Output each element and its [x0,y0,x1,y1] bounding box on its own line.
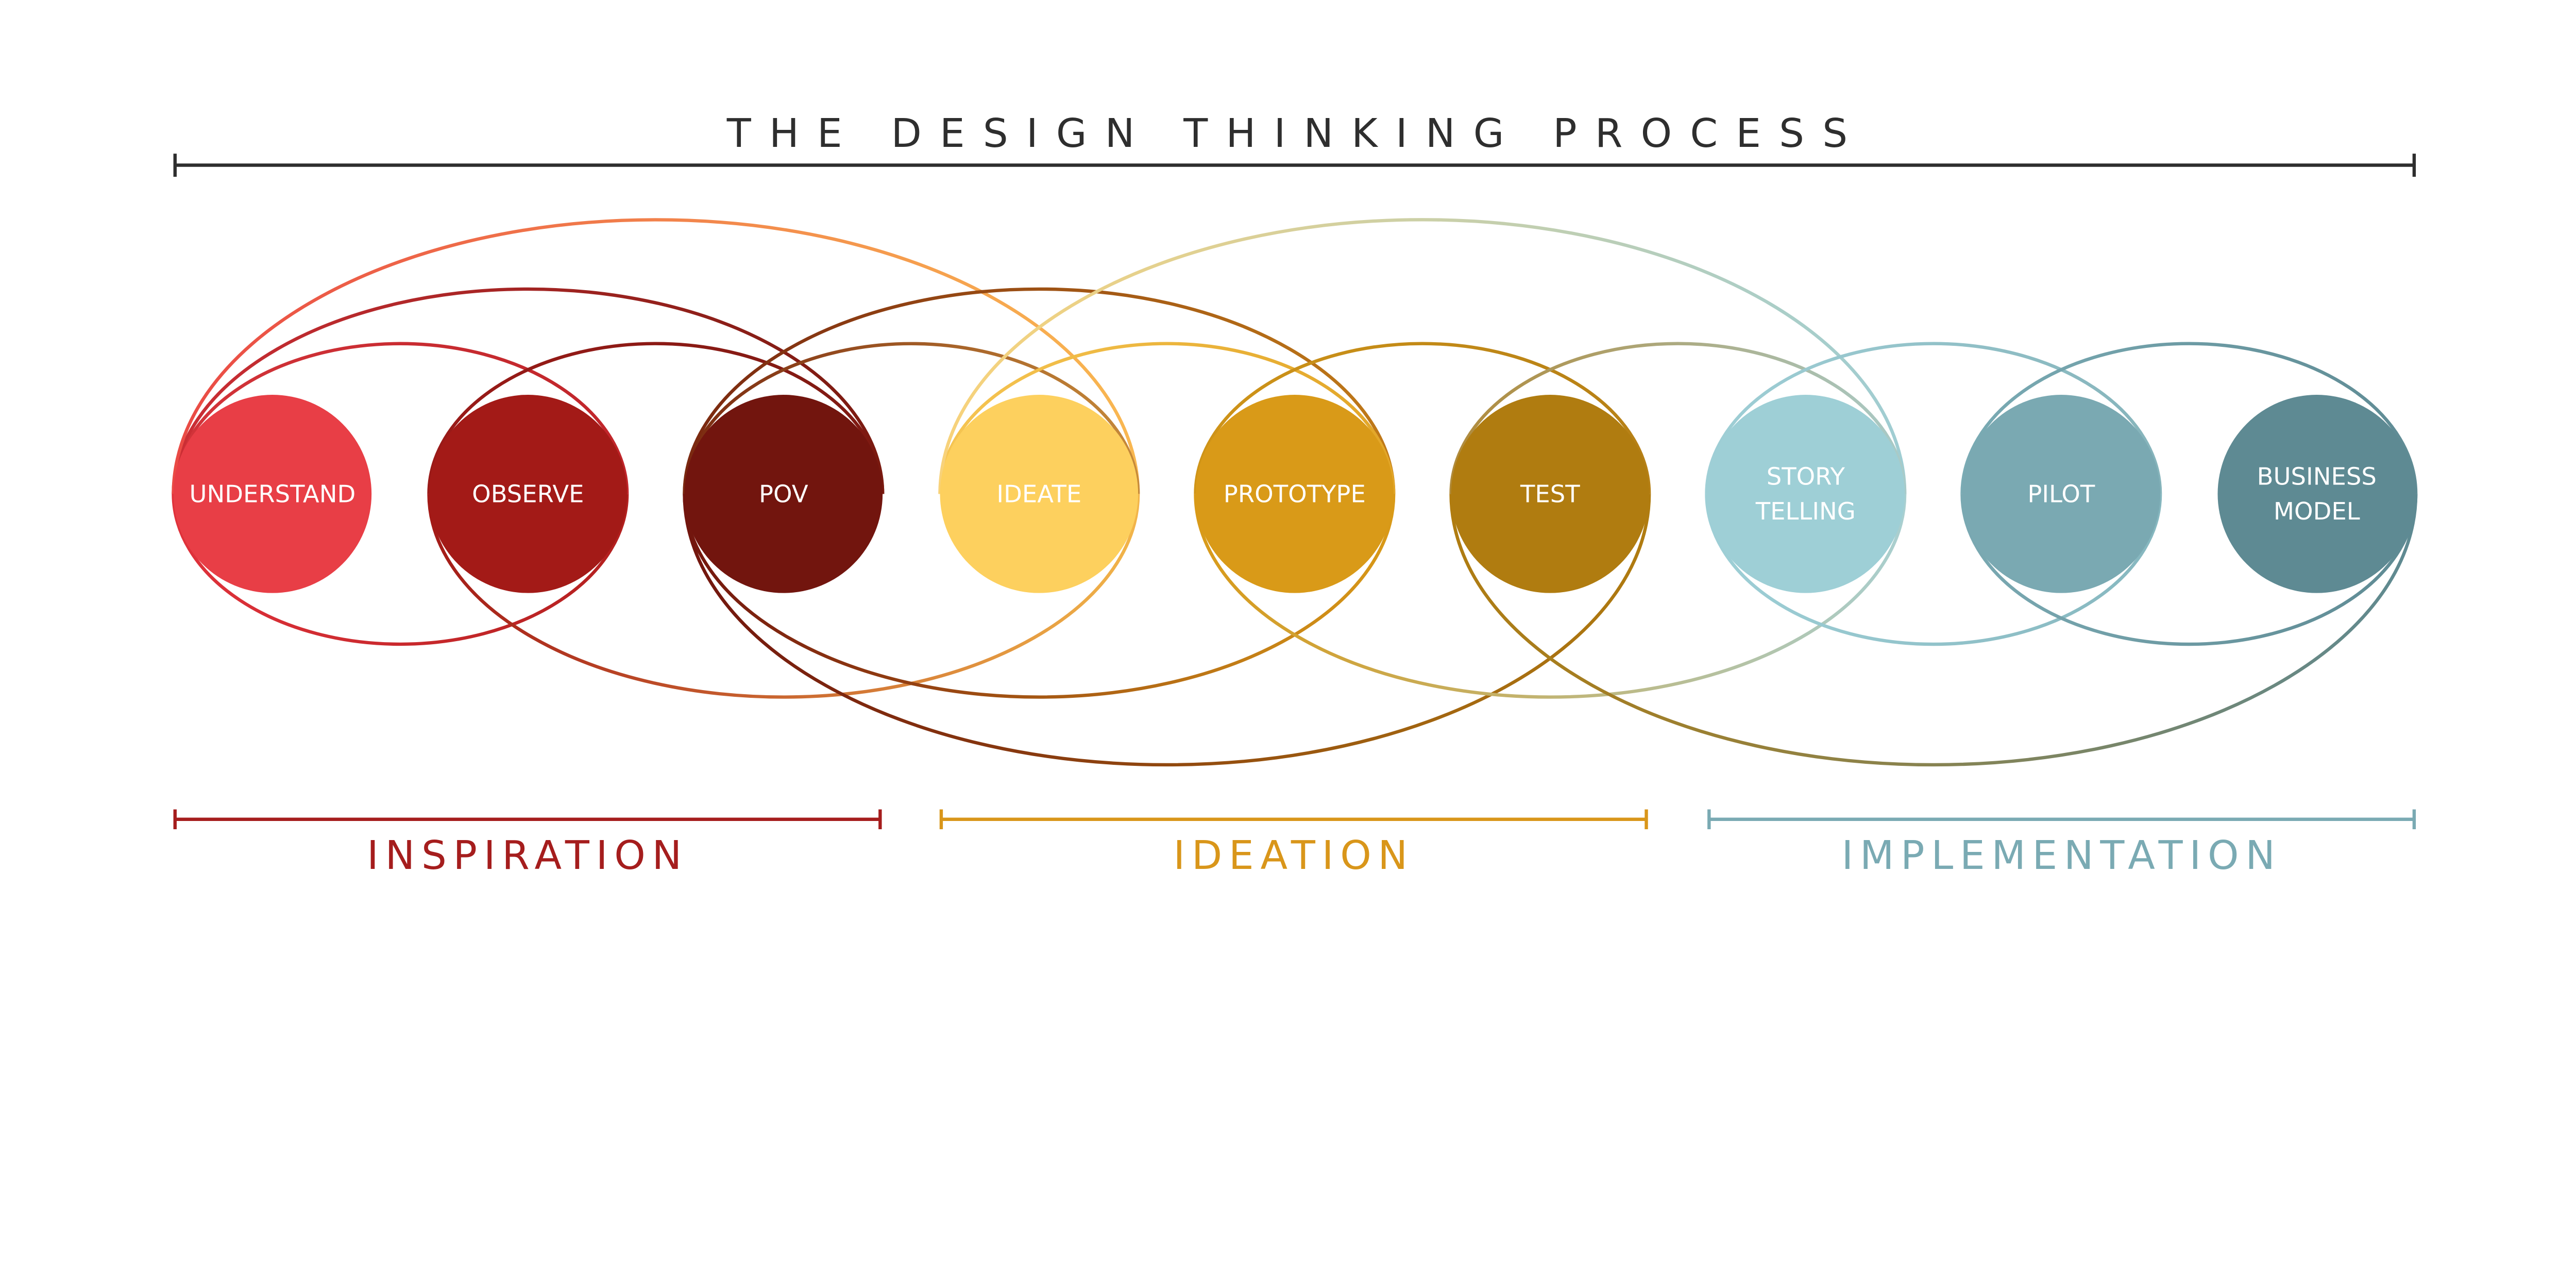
top-connection-arc [1449,342,1907,494]
bottom-connection-arc [1449,494,2418,767]
stage-prototype: PROTOTYPE [1195,395,1394,593]
bottom-connection-arc [1705,494,2162,646]
stage-understand: UNDERSTAND [173,395,372,593]
stage-label: TEST [1520,480,1580,508]
stage-circle [1962,395,2161,593]
phase-label: IMPLEMENTATION [1842,833,2282,879]
phase-ideation: IDEATION [939,809,1648,879]
phase-label: INSPIRATION [367,833,688,879]
top-connection-arc [1960,342,2418,494]
stage-circle [173,395,372,593]
top-connection-arc [938,342,1396,494]
phase-label: IDEATION [1174,833,1414,879]
connection-arcs [172,218,2418,767]
phase-implementation: IMPLEMENTATION [1707,809,2416,879]
stage-label: PROTOTYPE [1224,480,1366,508]
design-thinking-diagram: THE DESIGN THINKING PROCESS UNDERSTAND OB… [172,111,2418,879]
stage-circles: UNDERSTAND OBSERVE POV IDEATE PROTOTYPE TEST S… [173,395,2416,593]
stage-label: POV [759,480,808,508]
bottom-connection-arc [172,494,629,646]
bottom-connection-arc [427,494,1140,699]
stage-circle [1195,395,1394,593]
phase-brackets: INSPIRATION IDEATION IMPLEMENTATION [173,809,2416,879]
top-connection-arc [1705,342,2162,494]
stage-circle [940,395,1139,593]
top-connection-arc [683,287,1396,494]
bottom-connection-arc [683,494,1396,699]
process-span-bracket [173,154,2416,177]
bottom-connection-arc [683,494,1651,767]
stage-circle [2217,395,2416,593]
stage-label: TELLING [1755,497,1856,525]
phase-inspiration: INSPIRATION [173,809,882,879]
stage-observe: OBSERVE [429,395,628,593]
stage-label: PILOT [2027,480,2095,508]
stage-circle [1451,395,1650,593]
stage-label: UNDERSTAND [189,480,355,508]
stage-label: BUSINESS [2257,463,2377,491]
stage-pilot: PILOT [1962,395,2161,593]
top-connection-arc [172,218,1140,494]
stage-circle [684,395,883,593]
stage-ideate: IDEATE [940,395,1139,593]
bottom-connection-arc [1960,494,2418,646]
top-connection-arc [172,287,885,494]
diagram-title: THE DESIGN THINKING PROCESS [726,111,1866,157]
stage-label: MODEL [2274,497,2360,525]
top-connection-arc [1194,342,1651,494]
top-connection-arc [683,342,1140,494]
stage-circle [429,395,628,593]
top-connection-arc [938,218,1907,494]
stage-label: STORY [1767,463,1845,491]
stage-business-model: BUSINESS MODEL [2217,395,2416,593]
top-connection-arc [427,342,885,494]
stage-story-telling: STORY TELLING [1706,395,1905,593]
stage-test: TEST [1451,395,1650,593]
stage-pov: POV [684,395,883,593]
stage-circle [1706,395,1905,593]
stage-label: OBSERVE [472,480,584,508]
bottom-connection-arc [1194,494,1907,699]
stage-label: IDEATE [996,480,1081,508]
top-connection-arc [172,342,629,494]
